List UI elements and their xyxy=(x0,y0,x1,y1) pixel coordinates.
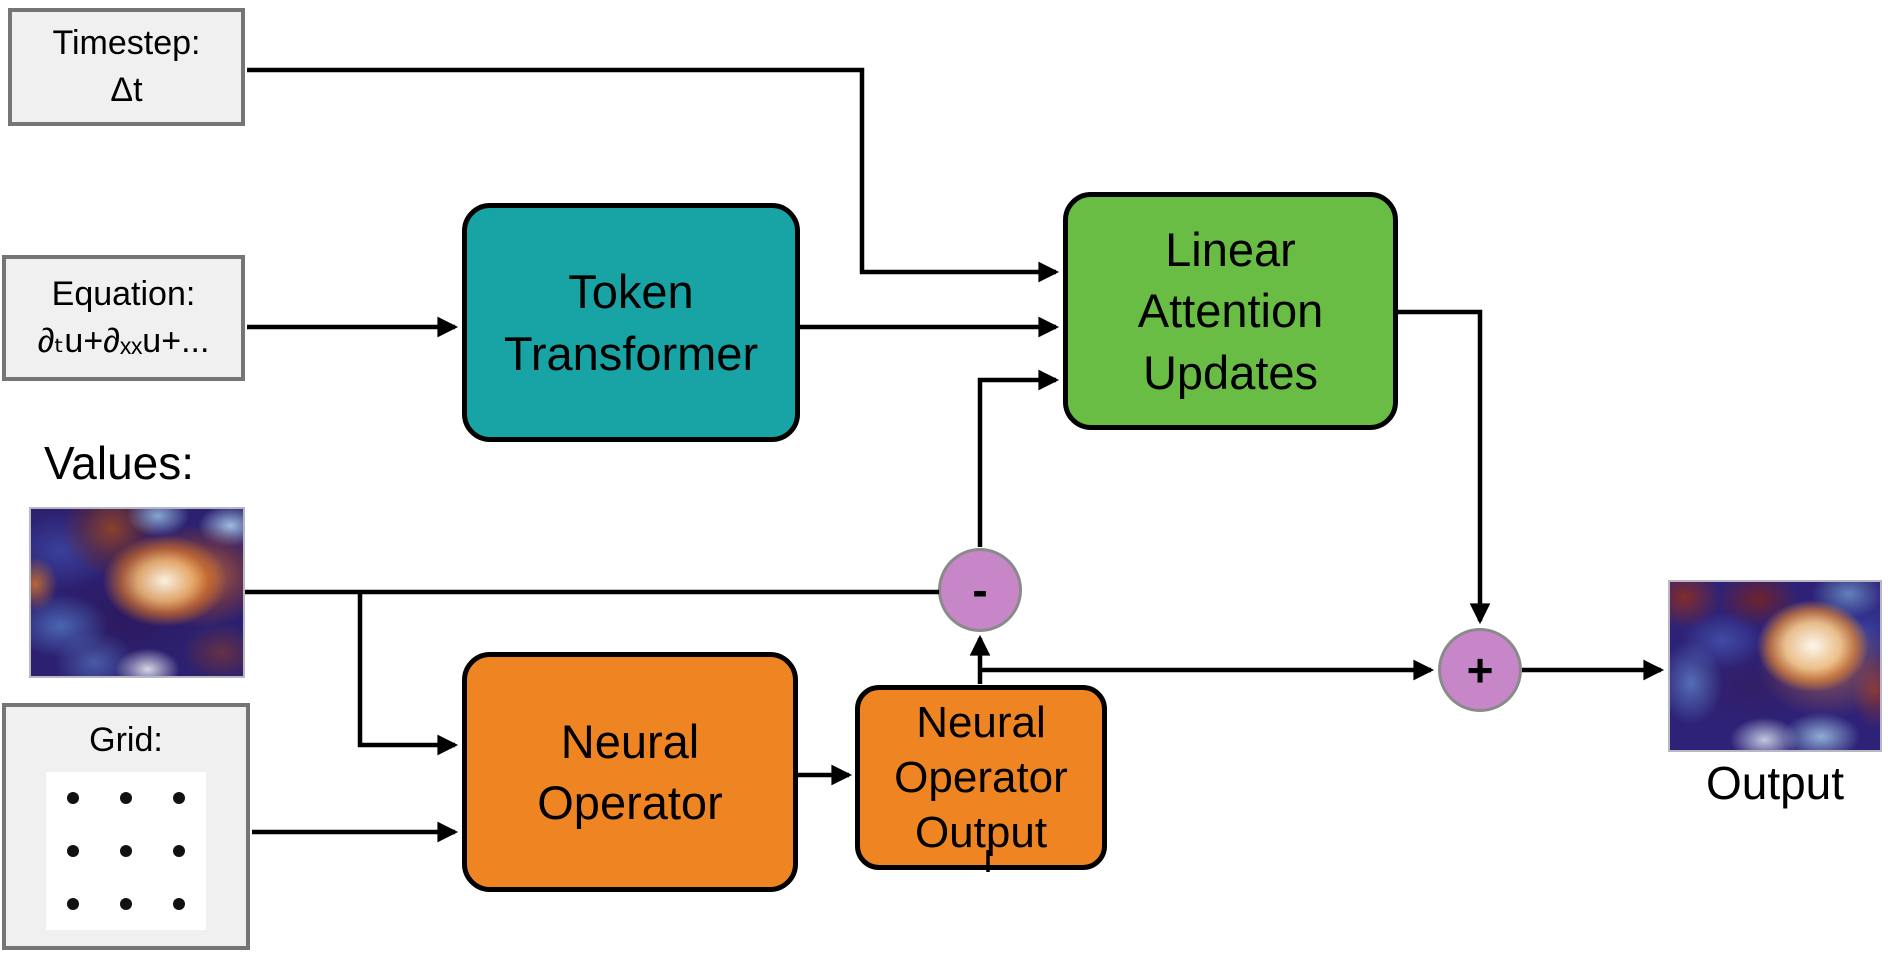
token-transformer-line2: Transformer xyxy=(503,326,759,380)
timestep-label-line1: Timestep: xyxy=(52,24,201,63)
grid-dot xyxy=(173,792,186,805)
neural-operator-output-line2: Operator xyxy=(894,753,1068,802)
grid-dot xyxy=(119,897,132,910)
grid-dot xyxy=(66,897,79,910)
grid-dot xyxy=(66,844,79,857)
node-equation: Equation: ∂ₜu+∂ₓₓu+... xyxy=(2,255,245,381)
minus-sign: - xyxy=(972,564,988,616)
grid-dot-matrix xyxy=(46,771,206,930)
linear-attention-line1: Linear xyxy=(1165,223,1296,277)
grid-dot xyxy=(173,897,186,910)
output-heatmap-image xyxy=(1668,580,1882,752)
node-grid: Grid: xyxy=(2,703,250,950)
output-label: Output xyxy=(1705,757,1845,809)
arrow-minus-to-linear-attention xyxy=(977,369,1060,547)
block-neural-operator-output: Neural Operator Output xyxy=(855,685,1107,870)
grid-dot xyxy=(119,844,132,857)
block-token-transformer: Token Transformer xyxy=(462,203,800,442)
arrow-linear-attention-to-plus xyxy=(1398,309,1491,625)
minus-operator-circle: - xyxy=(938,548,1022,632)
plus-operator-circle: + xyxy=(1438,628,1522,712)
linear-attention-line3: Updates xyxy=(1142,345,1319,399)
grid-dot xyxy=(66,792,79,805)
block-neural-operator: Neural Operator xyxy=(462,652,798,892)
node-timestep: Timestep: Δt xyxy=(8,8,245,126)
block-linear-attention: Linear Attention Updates xyxy=(1063,192,1398,430)
arrow-values-to-neural-operator xyxy=(357,592,459,756)
neural-operator-line1: Neural xyxy=(560,714,700,768)
neural-operator-output-line1: Neural xyxy=(916,698,1046,747)
values-heatmap-image xyxy=(29,507,245,678)
plus-sign: + xyxy=(1466,644,1494,696)
grid-label: Grid: xyxy=(89,721,163,759)
equation-label-line1: Equation: xyxy=(51,275,196,314)
equation-label-line2: ∂ₜu+∂ₓₓu+... xyxy=(37,322,210,360)
values-label: Values: xyxy=(44,437,195,489)
timestep-label-line2: Δt xyxy=(110,71,143,109)
grid-dot xyxy=(173,844,186,857)
neural-operator-line2: Operator xyxy=(537,776,723,829)
neural-operator-output-line3: Output xyxy=(914,808,1048,857)
token-transformer-line1: Token xyxy=(568,265,694,319)
linear-attention-line2: Attention xyxy=(1137,284,1324,338)
grid-dot xyxy=(119,792,132,805)
